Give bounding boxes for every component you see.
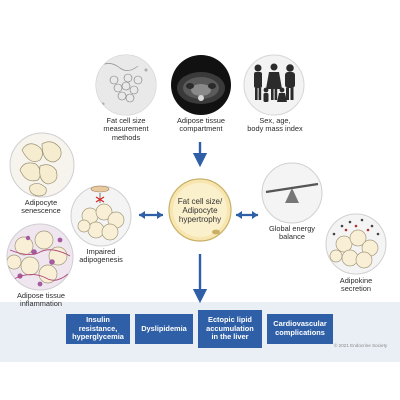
fat-cell-size-label: Fat cell size/ Adipocyte hypertrophy [177,197,223,225]
people-demographics-icon [243,54,305,116]
impaired-adipogenesis-icon [70,185,132,247]
compartment-label: Adipose tissue compartment [176,116,226,134]
measurement-methods-icon [95,54,157,116]
fat-cell-icon [168,178,232,242]
outcome-insulin-resistance: Insulin resistance, hyperglycemia [66,314,130,344]
adipokine-label: Adipokine secretion [339,276,373,294]
arrow-left-double [139,211,163,219]
adipogenesis-label: Impaired adipogenesis [79,247,123,265]
inflammation-label: Adipose tissue inflammation [16,291,66,309]
inflammation-icon [6,223,74,291]
ct-scan-icon [171,55,231,115]
outcome-dyslipidemia: Dyslipidemia [135,314,193,344]
measurement-label: Fat cell size measurement methods [103,116,149,142]
balance-scale-icon [261,162,323,224]
outcome-ectopic-lipid: Ectopic lipid accumulation in the liver [198,310,262,348]
adipokine-secretion-icon [325,213,387,275]
outcome-cardiovascular: Cardiovascular complications [267,314,333,344]
senescence-label: Adipocyte senescence [21,198,61,216]
demographics-label: Sex, age, body mass index [247,116,303,134]
energy-balance-label: Global energy balance [268,224,315,242]
copyright-text: © 2021 Endocrine Society [334,343,388,348]
arrow-right-double [236,211,258,219]
senescence-icon [9,132,75,198]
